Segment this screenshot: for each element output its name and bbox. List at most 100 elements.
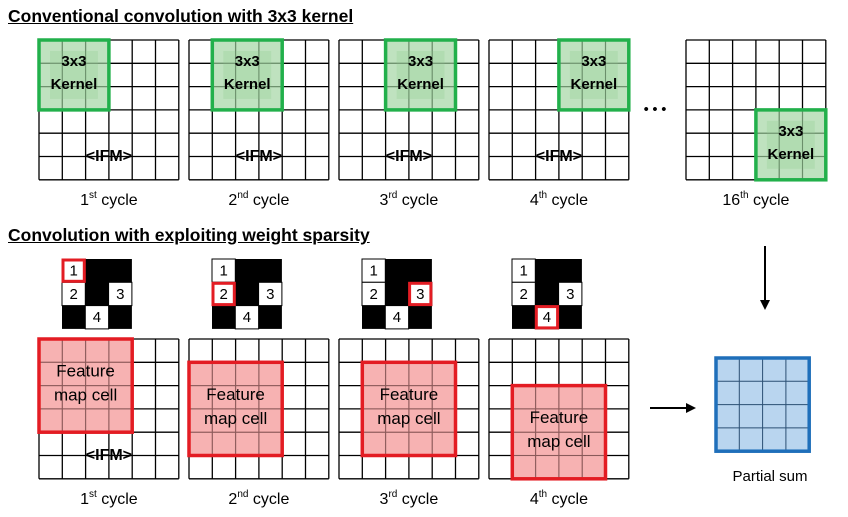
kernel-label: 3x3 (235, 53, 260, 70)
weight-pattern (511, 258, 583, 330)
weight-number: 3 (416, 286, 424, 303)
kernel-inner-shade (223, 51, 272, 99)
weight-cell (84, 305, 110, 330)
ifm-label: <IFM> (386, 148, 432, 165)
partial-sum-label: Partial sum (732, 468, 808, 485)
partial-sum-border (714, 356, 811, 453)
cycle-number: 2 (228, 192, 238, 209)
cycle-ordinal: st (89, 489, 97, 500)
feature-label: map cell (204, 409, 267, 428)
feature-label: map cell (54, 385, 117, 404)
cycle-word: cycle (547, 491, 588, 508)
cycle-number: 3 (379, 192, 389, 209)
kernel-inner-shade (50, 51, 98, 99)
weight-number: 4 (543, 309, 551, 326)
cycle-number: 4 (529, 491, 539, 508)
cycle-word: cycle (748, 192, 790, 209)
ifm-label: <IFM> (236, 148, 282, 165)
kernel-inner-shade (396, 51, 445, 99)
kernel-label: Kernel (224, 76, 271, 93)
kernel-border (210, 38, 284, 112)
weight-number: 4 (393, 309, 401, 326)
kernel-label: 3x3 (408, 53, 433, 70)
cycle-ordinal: th (740, 190, 749, 201)
ifm-label: <IFM> (86, 447, 132, 464)
weight-cell (511, 281, 536, 307)
cycle-word: cycle (397, 192, 439, 209)
cycle-label: 3rd cycle (380, 489, 439, 509)
kernel-label: Kernel (768, 146, 815, 163)
feature-label: Feature (206, 385, 265, 404)
feature-border (187, 360, 284, 458)
weight-number: 2 (369, 286, 377, 303)
cycle-label: 4th cycle (530, 489, 588, 509)
cycle-ordinal: rd (388, 489, 398, 500)
weight-cell (384, 305, 410, 330)
cycle-number: 2 (228, 491, 238, 508)
cycle-number: 3 (379, 491, 389, 508)
ifm-label: <IFM> (86, 148, 132, 165)
weight-number: 3 (266, 286, 274, 303)
weight-number: 3 (566, 286, 574, 303)
feature-border (37, 337, 134, 434)
weight-number: 1 (369, 263, 377, 280)
cycle-label: 2nd cycle (228, 190, 289, 210)
cycle-word: cycle (96, 491, 138, 508)
cycle-ordinal: nd (237, 190, 249, 201)
cycle-number: 1 (80, 192, 89, 209)
conventional-title: Conventional convolution with 3x3 kernel (8, 6, 354, 26)
weight-number: 3 (116, 286, 124, 303)
cycle-word: cycle (248, 491, 290, 508)
cycle-label: 4th cycle (530, 190, 588, 210)
cycle-label: 2nd cycle (228, 489, 289, 509)
cycle-word: cycle (397, 491, 439, 508)
active-weight-highlight (61, 258, 86, 283)
cycle-label: 1st cycle (80, 190, 138, 210)
weight-cell (108, 281, 133, 307)
weight-cell (234, 305, 260, 330)
cycle-label: 16th cycle (722, 190, 789, 210)
feature-border (510, 383, 608, 481)
cycle-ordinal: th (538, 489, 548, 500)
weight-number: 4 (93, 309, 101, 326)
weight-number: 1 (69, 263, 77, 280)
kernel-label: Kernel (51, 76, 98, 93)
cycle-label: 3rd cycle (380, 190, 439, 210)
kernel-inner-shade (766, 120, 815, 169)
cycle-number: 1 (80, 491, 89, 508)
kernel-border (557, 38, 631, 112)
active-weight-highlight (534, 305, 560, 330)
weight-number: 1 (519, 263, 527, 280)
cycle-ordinal: nd (237, 489, 249, 500)
feature-label: map cell (527, 432, 590, 451)
feature-label: Feature (56, 361, 115, 380)
weight-cell (558, 281, 583, 307)
cycle-number: 16 (722, 192, 741, 209)
cycle-label: 1st cycle (80, 489, 138, 509)
weight-number: 4 (243, 309, 251, 326)
kernel-label: 3x3 (581, 53, 606, 70)
cycle-word: cycle (96, 192, 138, 209)
weight-pattern (61, 258, 133, 330)
cycle-number: 4 (529, 192, 539, 209)
cycle-ordinal: rd (388, 190, 398, 201)
ifm-label: <IFM> (536, 148, 582, 165)
weight-cell (258, 281, 283, 307)
kernel-border (37, 38, 111, 112)
cycle-word: cycle (248, 192, 290, 209)
kernel-label: 3x3 (778, 123, 803, 140)
weight-number: 2 (219, 286, 227, 303)
cycle-ordinal: th (538, 190, 548, 201)
active-weight-highlight (408, 281, 433, 307)
kernel-label: Kernel (397, 76, 444, 93)
weight-pattern (361, 258, 433, 330)
feature-label: map cell (377, 409, 440, 428)
kernel-label: Kernel (571, 76, 618, 93)
cycle-ordinal: st (89, 190, 97, 201)
ellipsis: • • • (644, 101, 667, 117)
weight-cell (361, 281, 386, 307)
feature-border (360, 360, 458, 458)
kernel-inner-shade (569, 51, 618, 99)
kernel-border (383, 38, 458, 112)
